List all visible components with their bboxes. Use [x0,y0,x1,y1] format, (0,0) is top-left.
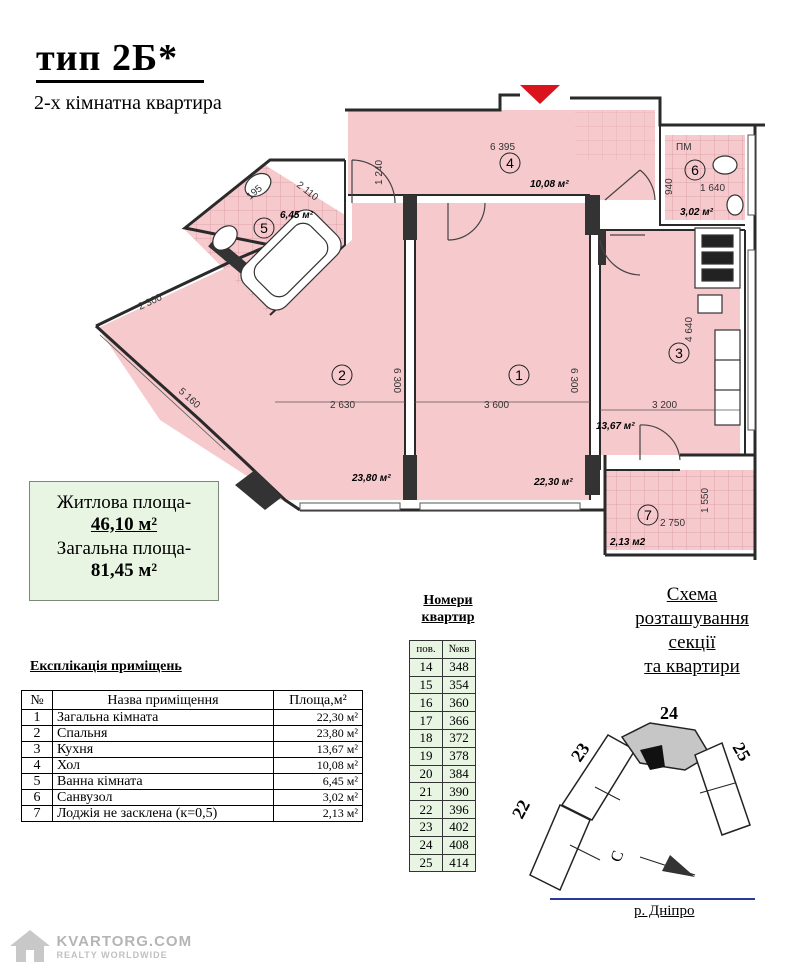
room-2-fill [98,203,405,500]
room-6-area: 3,02 м² [680,207,714,218]
section-24-shape [620,722,712,771]
room-3-number: 3 [675,345,683,361]
dim-3600: 3 600 [484,400,509,411]
room-4-number: 4 [506,155,514,171]
dim-6395: 6 395 [490,142,515,153]
living-area-value: 46,10 м² [90,514,158,535]
watermark-line2: REALTY WORLDWIDE [56,949,168,960]
room-1-fill [415,203,590,500]
dim-1240: 1 240 [374,160,385,185]
col-header-number: № [21,690,53,710]
compass-icon: С [608,849,696,877]
section-25-shape [694,741,751,836]
col-header-area: Площа,м² [273,690,363,710]
room-1-number: 1 [515,367,523,383]
room-7-number: 7 [644,507,652,523]
room-5-area: 6,45 м² [280,210,314,221]
dim-2630: 2 630 [330,400,355,411]
river-label: р. Дніпро [634,903,695,919]
explication-title: Експлікація приміщень [30,659,182,674]
dim-1550: 1 550 [700,488,711,513]
col-header-name: Назва приміщення [52,690,274,710]
room-7-area: 2,13 м2 [609,537,646,548]
apartment-numbers-title: Номери квартир [421,593,475,625]
room-3-area: 13,67 м² [596,421,635,432]
page-subtitle: 2-х кімнатна квартира [34,92,222,114]
room-2-number: 2 [338,367,346,383]
room-4-area: 10,08 м² [530,179,569,190]
dim-2750: 2 750 [660,518,685,529]
entry-arrow [520,85,560,104]
area-summary: Житлова площа- 46,10 м² Загальна площа- … [29,481,219,601]
section-label-22: 22 [508,797,534,822]
pm-label: ПМ [676,142,692,153]
dim-6300-b: 6 300 [568,368,579,393]
watermark-line1: KVARTORG.COM [56,932,193,950]
house-logo-icon [10,930,50,962]
col-header-floor: пов. [409,640,443,659]
section-label-23: 23 [567,739,594,765]
room-2-area: 23,80 м² [351,473,391,484]
total-area-value: 81,45 м² [90,560,158,581]
floor-plan: 1 2 3 4 5 6 7 22,30 м² 23,80 м² 13,67 м²… [94,85,765,560]
section-22-shape [529,803,591,892]
title-underline [36,80,204,83]
watermark: KVARTORG.COM REALTY WORLDWIDE [8,928,192,964]
section-label-25: 25 [729,739,755,765]
room-1-area: 22,30 м² [533,477,573,488]
svg-text:С: С [608,849,628,865]
dim-4640: 4 640 [684,317,695,342]
dim-3200: 3 200 [652,400,677,411]
room-7-fill [605,470,755,550]
dim-940: 940 [664,178,675,195]
section-scheme: 22 23 24 25 С [508,703,755,900]
section-label-24: 24 [660,703,678,723]
room-5-number: 5 [260,220,268,236]
dim-1640: 1 640 [700,183,725,194]
hall-tile [575,110,655,160]
page-title: тип 2Б* [36,37,179,79]
dim-6300-a: 6 300 [391,368,402,393]
total-area-label: Загальна площа- [56,538,192,559]
apartment-marker [640,745,665,770]
living-area-label: Житлова площа- [56,492,192,513]
room-6-number: 6 [691,162,699,178]
scheme-title: Схема розташування секції та квартири [635,584,749,677]
col-header-apartment: №кв [442,640,476,659]
